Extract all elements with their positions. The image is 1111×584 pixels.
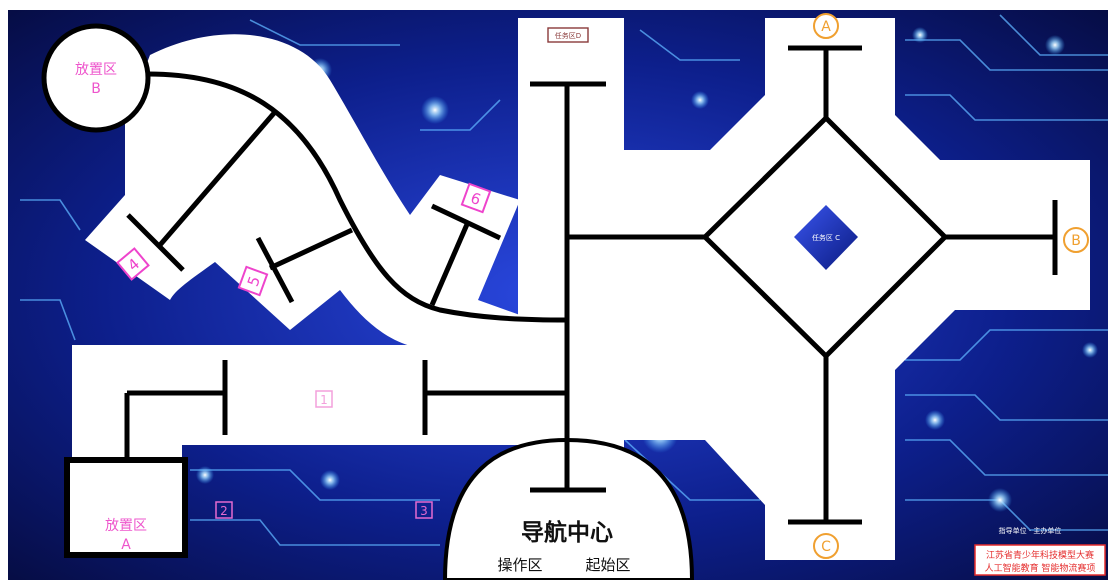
station-3: 3 (415, 501, 433, 519)
marker-c: C (813, 533, 839, 559)
competition-name: 江苏省青少年科技模型大赛 (986, 549, 1094, 561)
nav-center-title: 导航中心 (521, 519, 613, 546)
marker-a: A (813, 13, 839, 39)
marker-b-label: B (1071, 233, 1081, 249)
placement-a-label: 放置区 (105, 518, 147, 534)
placement-b-label: 放置区 (75, 62, 117, 78)
competition-badge (974, 544, 1106, 576)
station-2-label: 2 (220, 504, 228, 518)
competition-track: 人工智能教育 智能物流赛项 (985, 562, 1096, 574)
marker-a-label: A (821, 19, 831, 35)
marker-b: B (1063, 227, 1089, 253)
placement-b-letter: B (91, 81, 101, 97)
placement-zone-a (64, 457, 188, 558)
task-zone-c (794, 205, 858, 270)
station-4: 4 (116, 247, 150, 281)
station-3-label: 3 (420, 504, 428, 518)
station-6: 6 (460, 182, 492, 214)
operation-area-label: 操作区 (497, 556, 542, 574)
marker-c-label: C (821, 539, 831, 555)
curved-path-area (85, 34, 520, 351)
task-zone-c-label: 任务区 C (812, 233, 840, 242)
station-2: 2 (215, 501, 233, 519)
path-areas (72, 18, 1090, 560)
station-1: 1 (315, 390, 333, 408)
station-1-label: 1 (320, 393, 328, 407)
placement-zone-b (41, 23, 151, 133)
task-zone-d-box (547, 27, 589, 43)
guide-lines (124, 45, 1058, 525)
start-area-label: 起始区 (585, 556, 630, 574)
right-hub-area (590, 18, 1090, 560)
organizer-caption: 指导单位 · 主办单位 (999, 526, 1062, 535)
station-5: 5 (237, 265, 269, 297)
task-zone-d-label: 任务区D (555, 31, 581, 40)
placement-a-letter: A (121, 537, 131, 553)
